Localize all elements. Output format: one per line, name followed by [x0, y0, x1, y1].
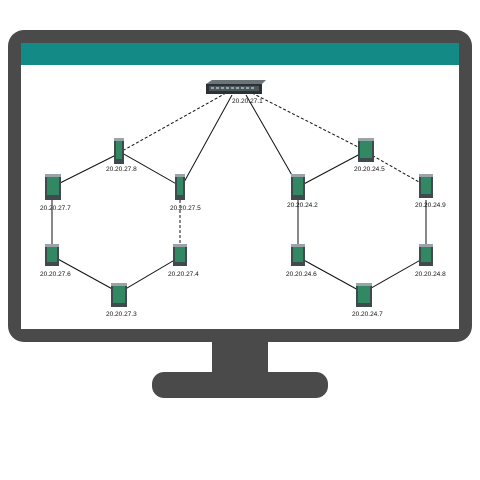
ip-label-24-9: 20.20.24.9 — [415, 202, 446, 209]
link-27-4-27-3 — [121, 257, 179, 292]
monitor-base — [152, 372, 328, 398]
ip-label-27-7: 20.20.27.7 — [40, 205, 71, 212]
ip-label-24-8: 20.20.24.8 — [415, 271, 446, 278]
link-27-8-27-7 — [53, 152, 121, 187]
din-rail-switch-icon — [45, 244, 59, 266]
link-24-5-24-9 — [367, 152, 427, 187]
din-rail-switch-icon — [419, 244, 433, 266]
ip-label-27-3: 20.20.27.3 — [106, 311, 137, 318]
din-rail-switch-icon — [175, 174, 185, 200]
ip-label-24-5: 20.20.24.5 — [354, 166, 385, 173]
link-core-27-8 — [123, 92, 227, 151]
link-27-6-27-3 — [55, 257, 117, 292]
ip-label-24-6: 20.20.24.6 — [286, 271, 317, 278]
link-24-5-24-2 — [299, 152, 363, 187]
din-rail-switch-icon — [173, 244, 187, 266]
ip-label-27-6: 20.20.27.6 — [40, 271, 71, 278]
din-rail-switch-icon — [356, 283, 372, 307]
link-24-6-24-7 — [299, 257, 361, 292]
ip-label-27-4: 20.20.27.4 — [168, 271, 199, 278]
din-rail-switch-icon — [111, 283, 127, 307]
link-core-27-5 — [182, 94, 233, 185]
din-rail-switch-icon — [291, 174, 305, 200]
screen-header-bar — [21, 43, 459, 65]
ip-label-24-7: 20.20.24.7 — [352, 311, 383, 318]
din-rail-switch-icon — [291, 244, 305, 266]
links — [51, 92, 427, 292]
ip-label-27-8: 20.20.27.8 — [106, 166, 137, 173]
link-27-8-27-5 — [121, 152, 181, 187]
din-rail-switch-icon — [419, 174, 433, 198]
core-ip-label: 20.20.27.1 — [232, 98, 263, 105]
ip-label-24-2: 20.20.24.2 — [287, 202, 318, 209]
link-24-8-24-7 — [365, 257, 425, 292]
din-rail-switch-icon — [358, 138, 374, 162]
link-core-24-5 — [251, 92, 365, 151]
monitor-neck — [212, 340, 268, 378]
din-rail-switch-icon — [114, 138, 124, 164]
network-diagram: 20.20.27.1 20.20.27.8 20.20.27.5 20.20.2… — [40, 80, 446, 318]
rackmount-switch-icon — [206, 80, 266, 94]
din-rail-switch-icon — [45, 174, 61, 200]
ip-label-27-5: 20.20.27.5 — [170, 205, 201, 212]
link-core-24-2 — [245, 94, 298, 185]
